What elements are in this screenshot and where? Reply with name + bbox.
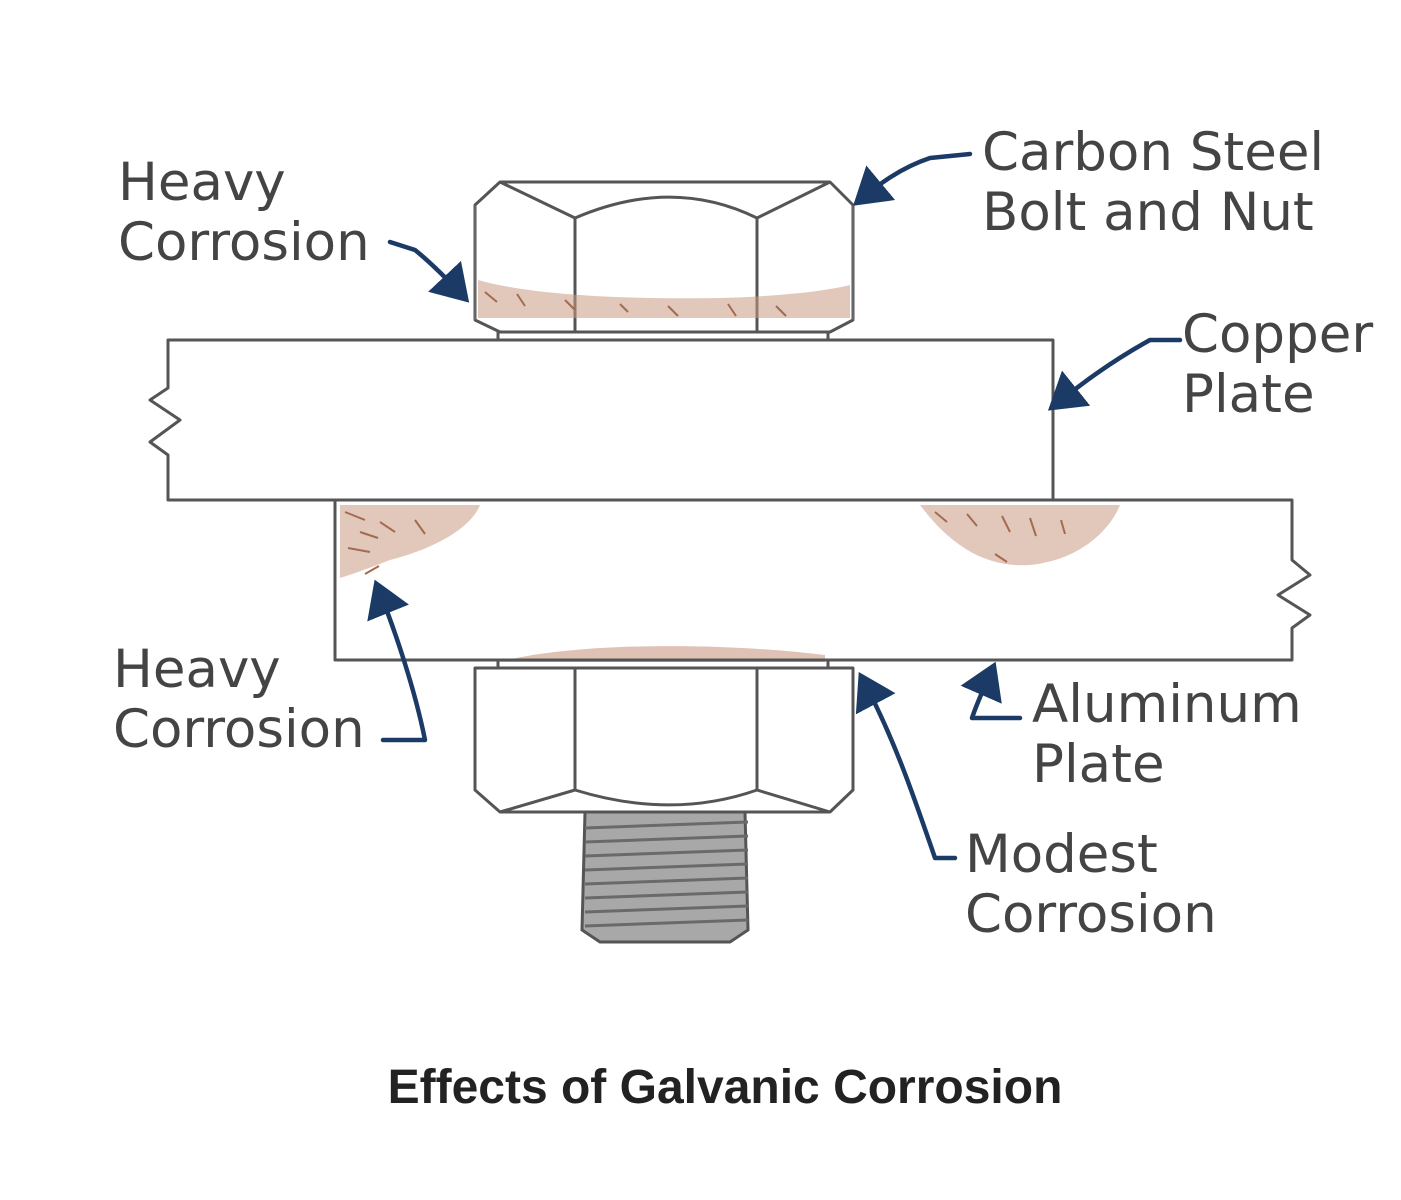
arrow-copper: [1047, 337, 1183, 411]
corrosion-aluminum-left: [340, 505, 480, 578]
bolt-thread: [580, 810, 750, 944]
bottom-nut: [473, 658, 855, 814]
label-copper-plate: Copper Plate: [1182, 304, 1390, 425]
arrow-bolt-nut: [853, 151, 973, 206]
corrosion-aluminum-under-nut: [500, 646, 825, 662]
label-aluminum-plate: Aluminum Plate: [1032, 674, 1319, 795]
arrow-heavy-bottom: [367, 579, 428, 743]
corrosion-aluminum-right: [920, 505, 1120, 566]
arrow-modest: [855, 672, 958, 861]
label-carbon-steel-bolt-nut: Carbon Steel Bolt and Nut: [982, 122, 1341, 243]
copper-plate: [148, 338, 1055, 502]
diagram-title: Effects of Galvanic Corrosion: [388, 1061, 1063, 1114]
aluminum-plate: [333, 498, 1312, 662]
arrow-aluminum: [960, 661, 1023, 721]
label-modest-corrosion: Modest Corrosion: [965, 824, 1217, 945]
label-heavy-corrosion-top: Heavy Corrosion: [118, 152, 370, 273]
top-nut: [473, 180, 855, 342]
corrosion-top-nut: [478, 280, 850, 318]
arrow-heavy-top: [387, 239, 470, 303]
label-heavy-corrosion-bottom: Heavy Corrosion: [113, 639, 365, 760]
